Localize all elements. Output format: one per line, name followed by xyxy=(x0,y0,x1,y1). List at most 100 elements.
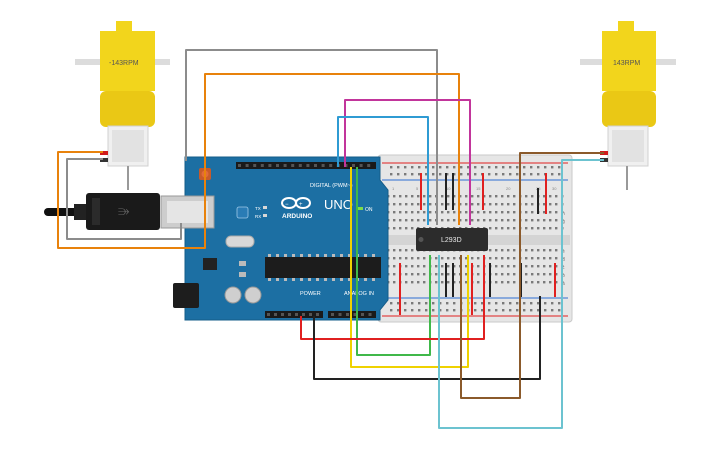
hole xyxy=(525,249,528,252)
motor-left-rpm-label: -143RPM xyxy=(109,60,139,67)
hole xyxy=(404,166,407,169)
hole xyxy=(411,173,414,176)
digital-header-label: DIGITAL (PWM~) xyxy=(310,183,353,189)
hole xyxy=(453,211,456,214)
hole xyxy=(411,219,414,222)
hole xyxy=(459,195,462,198)
hole xyxy=(418,173,421,176)
hole xyxy=(507,281,510,284)
hole xyxy=(348,278,351,281)
motor-left[interactable]: -143RPM xyxy=(75,21,170,190)
hole xyxy=(537,257,540,260)
hole xyxy=(399,219,402,222)
hole xyxy=(483,211,486,214)
hole xyxy=(268,164,272,167)
hole xyxy=(474,173,477,176)
rx-led xyxy=(263,214,267,217)
hole xyxy=(523,173,526,176)
hole xyxy=(501,227,504,230)
hole xyxy=(477,211,480,214)
hole xyxy=(507,219,510,222)
hole xyxy=(495,219,498,222)
hole xyxy=(507,203,510,206)
hole xyxy=(544,309,547,312)
hole xyxy=(324,254,327,257)
hole xyxy=(489,227,492,230)
hole xyxy=(488,166,491,169)
wire-magenta xyxy=(344,99,471,225)
hole xyxy=(348,254,351,257)
hole xyxy=(525,265,528,268)
hole xyxy=(447,265,450,268)
hole xyxy=(429,203,432,206)
hole xyxy=(405,211,408,214)
hole xyxy=(283,164,287,167)
hole xyxy=(509,173,512,176)
hole xyxy=(501,265,504,268)
hole xyxy=(549,195,552,198)
hole xyxy=(346,313,349,316)
hole xyxy=(543,257,546,260)
l293d-chip[interactable]: L293D xyxy=(416,228,488,251)
hole xyxy=(513,257,516,260)
hole xyxy=(393,227,396,230)
hole xyxy=(368,313,372,316)
dc-power-jack xyxy=(173,283,199,308)
hole xyxy=(267,313,270,316)
hole xyxy=(543,203,546,206)
arduino-uno-board[interactable]: DIGITAL (PWM~) POWER ANALOG IN − + ARDUI… xyxy=(160,156,389,321)
hole xyxy=(417,219,420,222)
hole xyxy=(537,249,540,252)
hole xyxy=(332,254,335,257)
hole xyxy=(390,302,393,305)
hole xyxy=(423,219,426,222)
hole xyxy=(537,166,540,169)
hole xyxy=(513,249,516,252)
hole xyxy=(551,302,554,305)
hole xyxy=(474,166,477,169)
hole xyxy=(276,278,279,281)
hole xyxy=(417,257,420,260)
hole xyxy=(481,302,484,305)
hole xyxy=(435,273,438,276)
hole xyxy=(531,265,534,268)
hole xyxy=(513,273,516,276)
hole xyxy=(549,227,552,230)
capacitor-2 xyxy=(244,286,262,304)
hole xyxy=(393,281,396,284)
hole xyxy=(423,257,426,260)
hole xyxy=(465,203,468,206)
hole xyxy=(441,257,444,260)
hole xyxy=(399,227,402,230)
hole xyxy=(509,302,512,305)
hole xyxy=(411,265,414,268)
hole xyxy=(555,227,558,230)
hole xyxy=(302,313,305,316)
hole xyxy=(471,203,474,206)
motor-right[interactable]: 143RPM xyxy=(580,21,676,190)
hole xyxy=(372,278,375,281)
hole xyxy=(551,173,554,176)
hole xyxy=(417,265,420,268)
tx-led xyxy=(263,206,267,209)
hole xyxy=(292,254,295,257)
hole xyxy=(338,313,342,316)
hole xyxy=(423,203,426,206)
on-led xyxy=(358,207,363,210)
hole xyxy=(467,166,470,169)
hole xyxy=(523,302,526,305)
wire-brown xyxy=(460,152,604,399)
hole xyxy=(405,249,408,252)
hole xyxy=(558,302,561,305)
hole xyxy=(530,309,533,312)
hole xyxy=(397,302,400,305)
hole xyxy=(405,265,408,268)
hole xyxy=(495,211,498,214)
arduino-model-text: UNO xyxy=(324,197,353,212)
hole xyxy=(507,273,510,276)
hole xyxy=(543,265,546,268)
hole xyxy=(397,173,400,176)
hole xyxy=(238,164,241,167)
hole xyxy=(316,278,319,281)
hole xyxy=(459,203,462,206)
